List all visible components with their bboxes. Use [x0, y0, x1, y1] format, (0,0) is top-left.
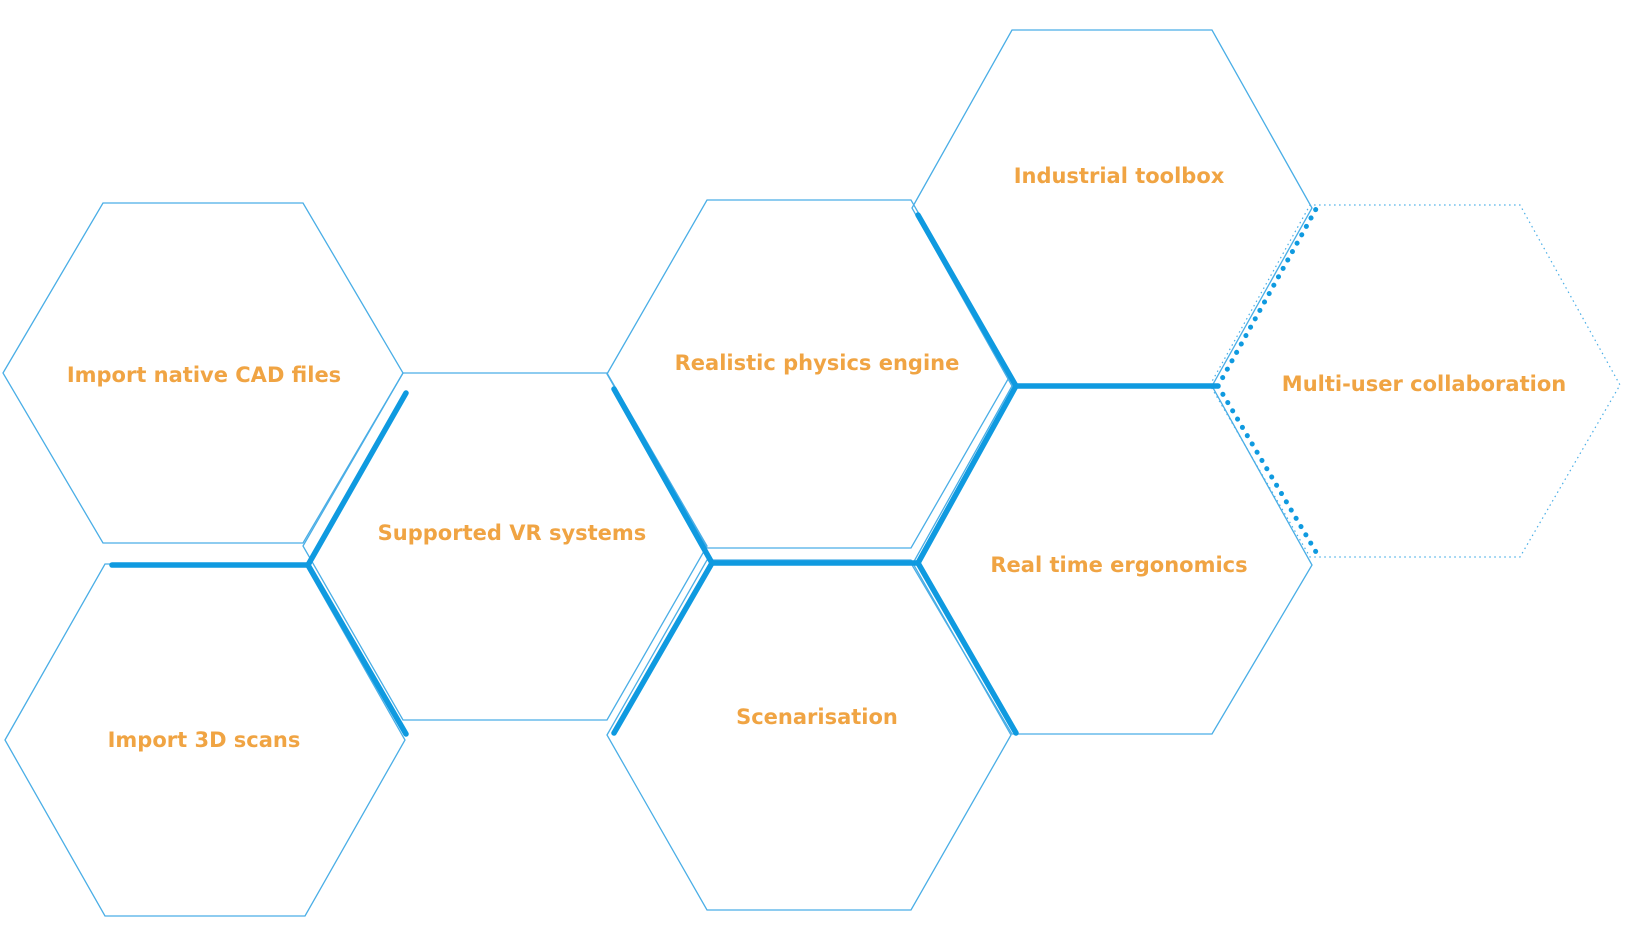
label-multi-user-collaboration: Multi-user collaboration [1282, 372, 1566, 396]
connector-segment [305, 562, 409, 737]
connector-path [109, 206, 1319, 737]
connector-dotted-segment [1215, 206, 1319, 389]
connector-segment [915, 383, 1019, 566]
hexagon-grid [2, 29, 1621, 917]
connector-segment [611, 560, 715, 736]
hex-multi-user-collaboration [1209, 204, 1621, 558]
hex-real-time-ergonomics [911, 385, 1313, 735]
hex-supported-vr-systems [302, 372, 708, 721]
connector-segment [305, 390, 409, 568]
connector-segment [915, 212, 1019, 389]
label-scenarisation: Scenarisation [736, 705, 898, 729]
hex-import-3d-scans [4, 563, 406, 917]
label-realistic-physics-engine: Realistic physics engine [675, 351, 960, 375]
hex-industrial-toolbox [911, 29, 1313, 387]
label-import-3d-scans: Import 3D scans [108, 728, 301, 752]
hex-scenarisation [606, 559, 1012, 911]
connector-dotted-segment [1215, 383, 1319, 555]
connector-segment [611, 386, 715, 566]
label-supported-vr-systems: Supported VR systems [378, 521, 647, 545]
label-industrial-toolbox: Industrial toolbox [1014, 164, 1225, 188]
label-real-time-ergonomics: Real time ergonomics [990, 553, 1247, 577]
connector-segment [915, 560, 1019, 736]
label-import-native-cad-files: Import native CAD files [67, 363, 341, 387]
hexagon-labels: Import native CAD files Import 3D scans … [67, 164, 1566, 752]
